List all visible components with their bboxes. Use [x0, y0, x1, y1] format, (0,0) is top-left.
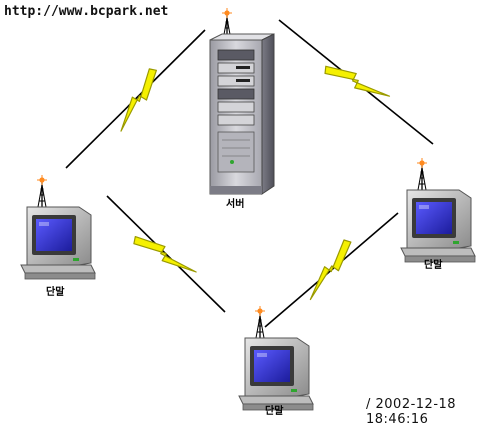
network-diagram: [20, 7, 476, 411]
terminal-left-node: [20, 174, 96, 280]
terminal-right-label: 단말: [424, 260, 443, 271]
watermark-text: http://www.bcpark.net: [4, 4, 169, 19]
terminal-bottom-label: 단말: [265, 406, 284, 417]
timestamp-text: / 2002-12-18 18:46:16: [366, 397, 457, 427]
terminal-right-node: [400, 157, 476, 263]
terminal-bottom-node: [238, 305, 314, 411]
server-node: [209, 7, 275, 195]
terminal-left-label: 단말: [46, 287, 65, 298]
lightning-bolt-bottom-right: [294, 236, 364, 301]
antenna-icon: [36, 174, 48, 208]
antenna-icon: [416, 157, 428, 191]
lightning-bolt-bottom-left: [130, 223, 197, 290]
server-label: 서버: [226, 199, 245, 210]
antenna-icon: [254, 305, 266, 339]
